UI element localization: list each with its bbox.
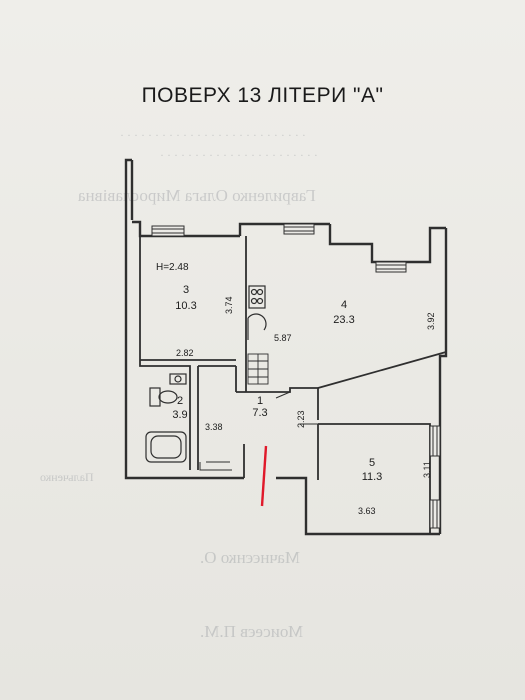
dim-room3-width: 2.82 xyxy=(176,348,194,358)
vent-grid xyxy=(247,353,269,385)
dim-room1-height: 2.23 xyxy=(296,410,306,428)
dim-room2-width: 3.38 xyxy=(205,422,223,432)
dim-room5-width: 3.63 xyxy=(358,506,376,516)
interior-walls xyxy=(139,236,447,534)
stove xyxy=(248,285,266,309)
bathtub xyxy=(145,431,187,463)
room-labels: H=2.48 3 10.3 4 23.3 2 3.9 1 7.3 5 11.3 xyxy=(156,262,382,483)
dim-room4-height: 3.92 xyxy=(426,312,436,330)
room-3-area: 10.3 xyxy=(175,300,196,312)
windows xyxy=(151,223,441,529)
dim-room3-height: 3.74 xyxy=(224,296,234,314)
room-2-area: 3.9 xyxy=(172,409,187,421)
ceiling-height: H=2.48 xyxy=(156,262,189,273)
room-1-number: 1 xyxy=(257,395,263,407)
doors xyxy=(199,391,318,471)
room-5-area: 11.3 xyxy=(362,471,383,483)
room-4-number: 4 xyxy=(341,299,347,311)
room-3-number: 3 xyxy=(183,284,189,296)
toilet xyxy=(149,387,178,407)
red-marker-line xyxy=(260,445,268,507)
room-1-area: 7.3 xyxy=(252,407,267,419)
page-title: ПОВЕРХ 13 ЛІТЕРИ "А" xyxy=(141,84,384,107)
room-4-area: 23.3 xyxy=(333,314,354,326)
room-2-number: 2 xyxy=(177,395,183,407)
dim-room5-height: 3.11 xyxy=(422,461,432,478)
kitchen-sink xyxy=(247,313,267,340)
sink xyxy=(169,373,187,385)
dim-room4-inner: 5.87 xyxy=(274,333,292,343)
room-5-number: 5 xyxy=(369,457,375,469)
outer-walls xyxy=(124,158,448,536)
dimension-labels: 2.82 5.87 3.38 3.63 3.74 3.92 2.23 3.11 xyxy=(176,296,436,516)
